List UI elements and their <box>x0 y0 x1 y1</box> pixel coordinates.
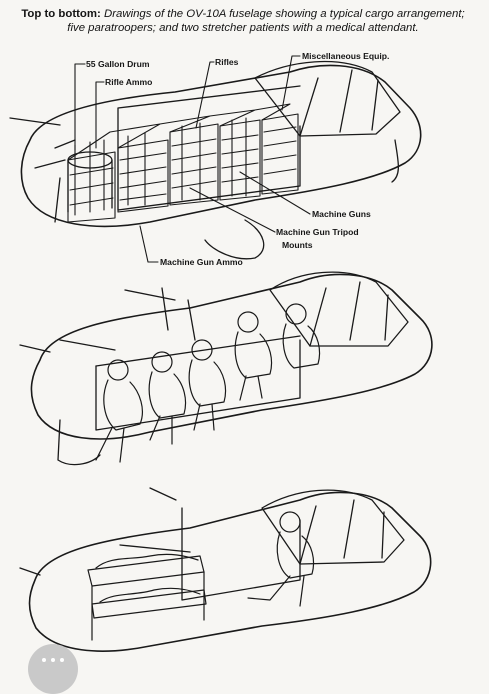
figure-caption: Top to bottom: Drawings of the OV-10A fu… <box>12 8 474 35</box>
fuselage-drawings <box>9 55 433 652</box>
label-machine-gun-ammo: Machine Gun Ammo <box>160 257 243 267</box>
label-miscellaneous-equip: Miscellaneous Equip. <box>302 51 390 61</box>
caption-lead: Top to bottom: <box>21 8 101 20</box>
label-tripod-mounts-line2: Mounts <box>282 240 313 250</box>
label-rifles: Rifles <box>215 57 239 67</box>
stretcher-fuselage-drawing <box>19 487 432 652</box>
more-options-icon[interactable] <box>28 644 78 694</box>
paratrooper-fuselage-drawing <box>19 271 433 466</box>
label-55-gallon-drum: 55 Gallon Drum <box>86 59 150 69</box>
dot-icon <box>42 658 46 662</box>
dot-icon <box>60 658 64 662</box>
cargo-fuselage-drawing <box>9 55 422 263</box>
caption-text: Drawings of the OV-10A fuselage showing … <box>67 8 465 34</box>
label-machine-guns: Machine Guns <box>312 209 371 219</box>
label-tripod-mounts-line1: Machine Gun Tripod <box>276 227 359 237</box>
dot-icon <box>51 658 55 662</box>
label-rifle-ammo: Rifle Ammo <box>105 77 153 87</box>
